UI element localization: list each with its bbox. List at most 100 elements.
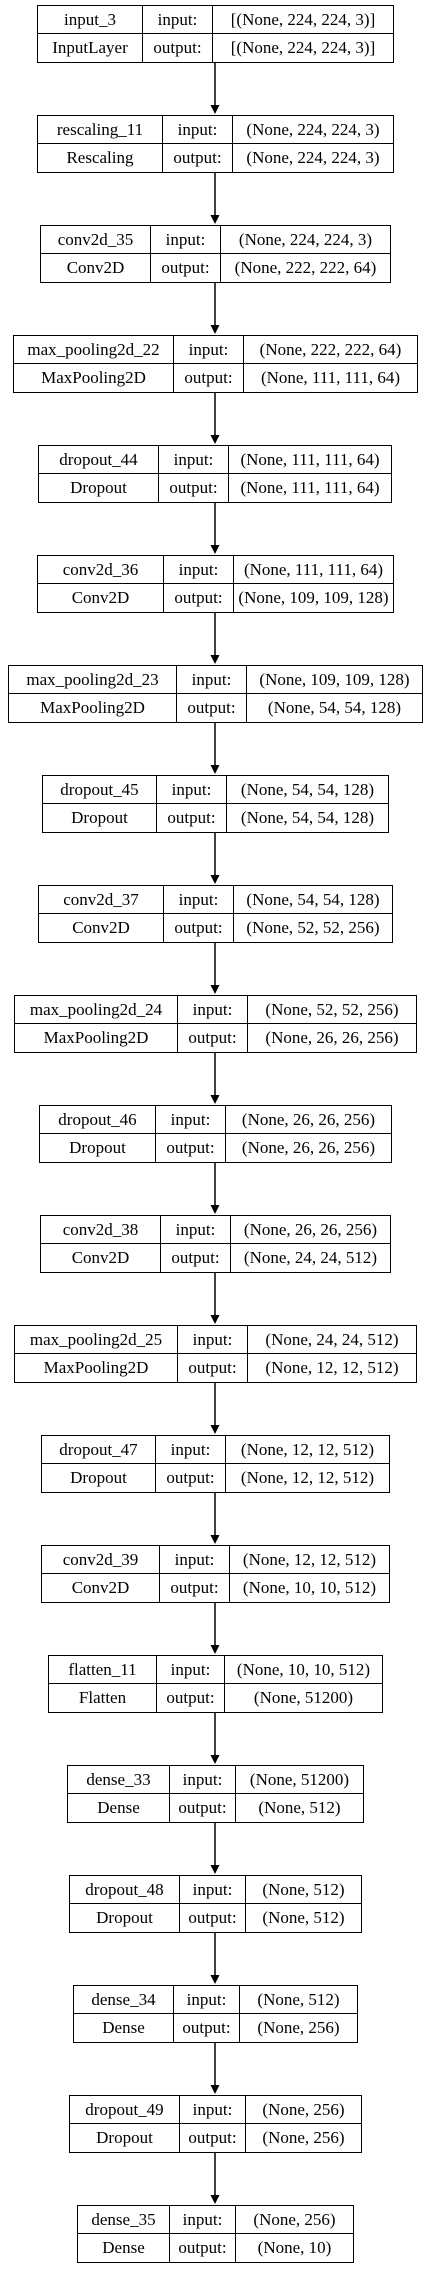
output-label: output: bbox=[160, 1574, 230, 1602]
layer-name: dropout_46 bbox=[40, 1106, 156, 1134]
edge-arrow bbox=[210, 1603, 220, 1654]
output-shape: (None, 256) bbox=[257, 2018, 340, 2037]
input-label: input: bbox=[161, 1216, 231, 1244]
output-shape: (None, 10) bbox=[257, 2238, 332, 2257]
input-shape: (None, 111, 111, 64) bbox=[234, 556, 393, 584]
output-label: output: bbox=[157, 1684, 225, 1712]
input-shape: (None, 26, 26, 256) bbox=[231, 1216, 390, 1244]
input-label: input: bbox=[180, 2096, 246, 2124]
output-shape: (None, 51200) bbox=[253, 1688, 354, 1707]
edge-arrow bbox=[210, 1493, 220, 1544]
input-label: input: bbox=[164, 886, 234, 914]
output-shape: (None, 222, 222, 64) bbox=[234, 258, 377, 277]
edge-arrow bbox=[210, 1273, 220, 1324]
output-label: output: bbox=[178, 1354, 248, 1382]
input-shape: (None, 52, 52, 256) bbox=[248, 996, 416, 1024]
edge-arrow bbox=[210, 943, 220, 994]
input-shape: (None, 54, 54, 128) bbox=[234, 886, 392, 914]
layer-name: conv2d_35 bbox=[41, 226, 151, 254]
edge-arrow bbox=[210, 503, 220, 554]
output-shape: (None, 512) bbox=[262, 1908, 345, 1927]
layer-name: dropout_48 bbox=[70, 1876, 180, 1904]
layer-name: max_pooling2d_22 bbox=[14, 336, 174, 364]
layer-type: Conv2D bbox=[42, 1574, 160, 1602]
layer-name: max_pooling2d_23 bbox=[9, 666, 177, 694]
input-label: input: bbox=[151, 226, 221, 254]
layer-type: Dropout bbox=[39, 474, 159, 502]
layer-name: conv2d_39 bbox=[42, 1546, 160, 1574]
output-label: output: bbox=[170, 2234, 236, 2262]
output-shape: (None, 111, 111, 64) bbox=[260, 368, 401, 387]
layer-name: dense_34 bbox=[74, 1986, 174, 2014]
output-label: output: bbox=[174, 364, 244, 392]
layer-type: Dense bbox=[68, 1794, 170, 1822]
output-label: output: bbox=[180, 1904, 246, 1932]
layer-type: Dense bbox=[74, 2014, 174, 2042]
input-label: input: bbox=[177, 666, 247, 694]
output-shape: (None, 12, 12, 512) bbox=[240, 1468, 375, 1487]
output-shape: (None, 12, 12, 512) bbox=[265, 1358, 399, 1377]
output-shape: (None, 224, 224, 3) bbox=[246, 148, 380, 167]
layer-type: Dropout bbox=[43, 804, 157, 832]
input-shape: (None, 10, 10, 512) bbox=[225, 1656, 382, 1684]
input-label: input: bbox=[170, 1766, 236, 1794]
edge-arrow bbox=[210, 1383, 220, 1434]
layer-type: Rescaling bbox=[38, 144, 163, 172]
layer-name: rescaling_11 bbox=[38, 116, 163, 144]
edge-arrow bbox=[210, 393, 220, 444]
layer-name: max_pooling2d_24 bbox=[15, 996, 178, 1024]
edge-arrow bbox=[210, 1053, 220, 1104]
edge-arrow bbox=[210, 173, 220, 224]
input-shape: (None, 24, 24, 512) bbox=[248, 1326, 416, 1354]
layer-type: Conv2D bbox=[39, 914, 164, 942]
edge-arrow bbox=[210, 2043, 220, 2094]
input-label: input: bbox=[163, 116, 233, 144]
edge-arrow bbox=[210, 613, 220, 664]
layer-name: conv2d_36 bbox=[38, 556, 164, 584]
layer-name: conv2d_37 bbox=[39, 886, 164, 914]
output-label: output: bbox=[170, 1794, 236, 1822]
edge-arrow bbox=[210, 2153, 220, 2204]
input-label: input: bbox=[180, 1876, 246, 1904]
output-shape: (None, 512) bbox=[258, 1798, 341, 1817]
output-shape: (None, 10, 10, 512) bbox=[242, 1578, 377, 1597]
layer-name: conv2d_38 bbox=[41, 1216, 161, 1244]
output-label: output: bbox=[156, 1134, 226, 1162]
output-shape: (None, 26, 26, 256) bbox=[241, 1138, 376, 1157]
output-label: output: bbox=[161, 1244, 231, 1272]
input-shape: (None, 54, 54, 128) bbox=[227, 776, 388, 804]
edge-arrow bbox=[210, 1933, 220, 1984]
layer-type: Dropout bbox=[42, 1464, 156, 1492]
input-shape: [(None, 224, 224, 3)] bbox=[213, 6, 393, 34]
input-label: input: bbox=[143, 6, 213, 34]
edge-arrow bbox=[210, 723, 220, 774]
input-shape: (None, 109, 109, 128) bbox=[247, 666, 422, 694]
output-label: output: bbox=[163, 144, 233, 172]
input-shape: (None, 12, 12, 512) bbox=[230, 1546, 389, 1574]
layer-name: dropout_49 bbox=[70, 2096, 180, 2124]
output-shape: (None, 26, 26, 256) bbox=[265, 1028, 399, 1047]
layer-name: dropout_45 bbox=[43, 776, 157, 804]
input-shape: (None, 224, 224, 3) bbox=[233, 116, 393, 144]
output-shape: [(None, 224, 224, 3)] bbox=[230, 38, 376, 57]
input-label: input: bbox=[157, 776, 227, 804]
output-shape: (None, 256) bbox=[262, 2128, 345, 2147]
output-label: output: bbox=[157, 804, 227, 832]
layer-type: MaxPooling2D bbox=[15, 1354, 178, 1382]
layer-type: MaxPooling2D bbox=[15, 1024, 178, 1052]
input-label: input: bbox=[170, 2206, 236, 2234]
